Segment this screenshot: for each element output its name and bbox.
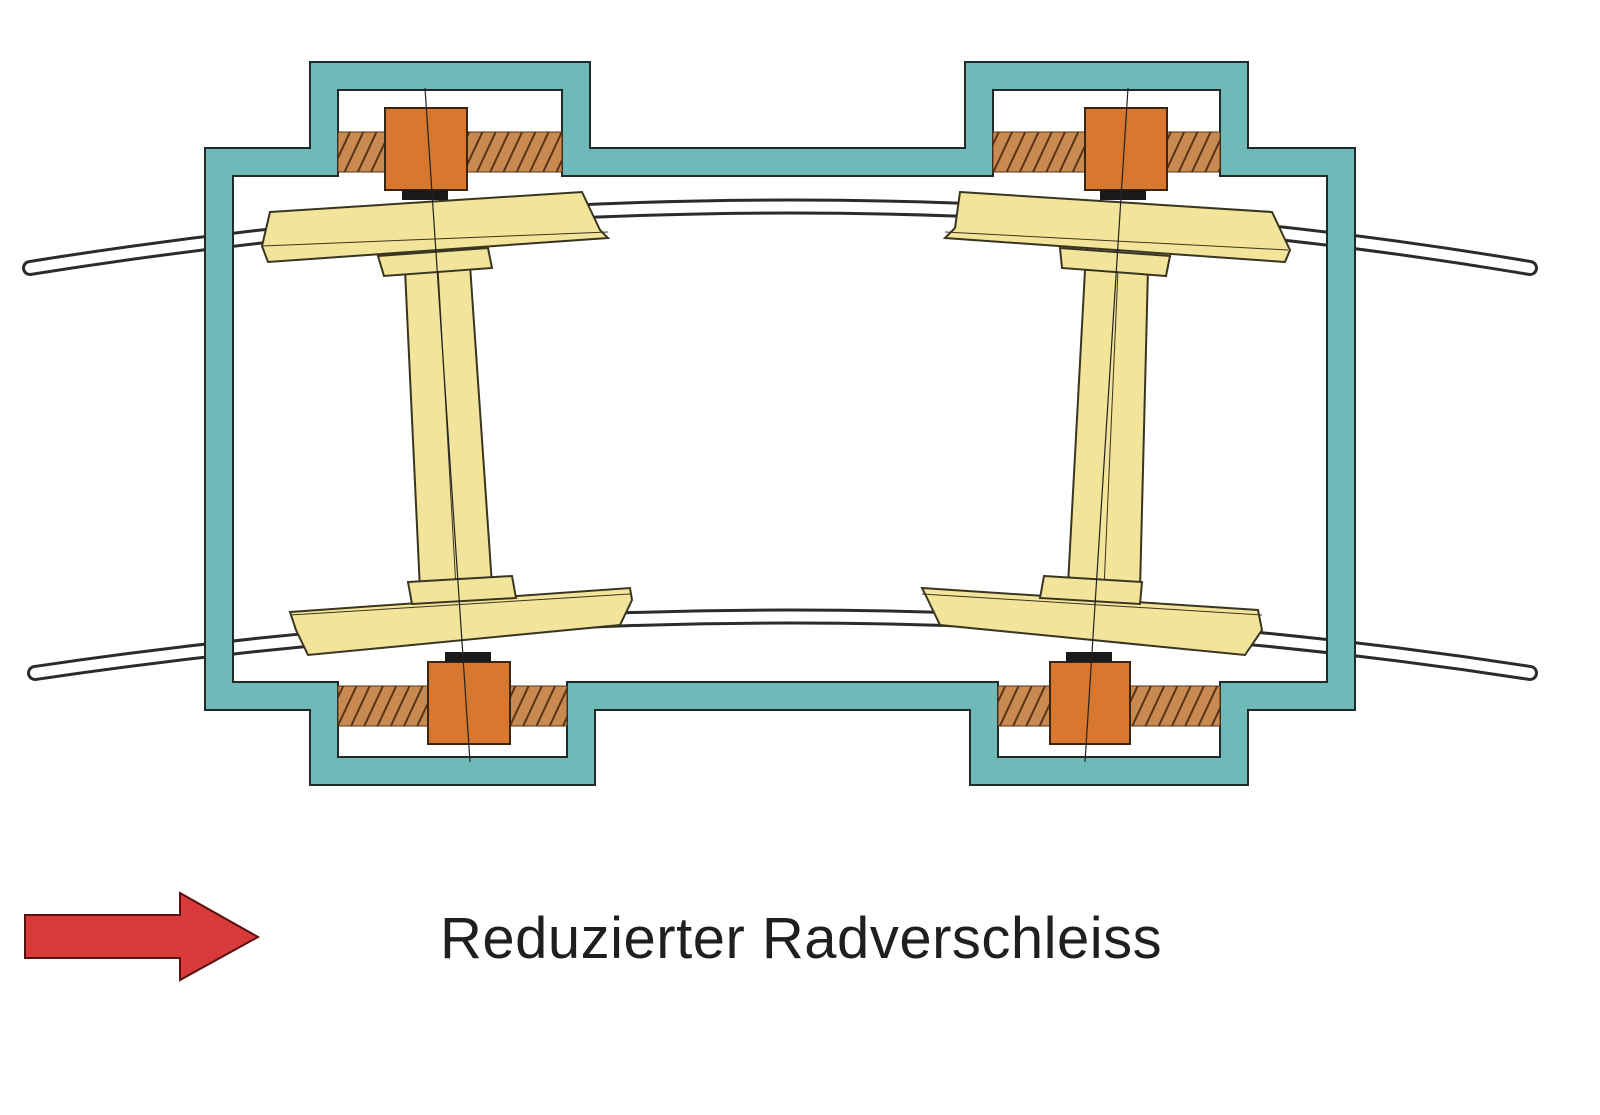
caption: Reduzierter Radverschleiss <box>440 906 1163 971</box>
wheelset-rear <box>920 190 1292 657</box>
rail-outer <box>22 198 1538 276</box>
rail-inner <box>27 608 1538 681</box>
axis-lines <box>424 87 1129 763</box>
axlebox-front-bottom <box>427 661 511 745</box>
axlebox-front-top <box>384 107 468 191</box>
arrow-right-icon <box>24 891 261 982</box>
axleboxes <box>384 107 1168 745</box>
wheelset-front <box>260 190 634 657</box>
